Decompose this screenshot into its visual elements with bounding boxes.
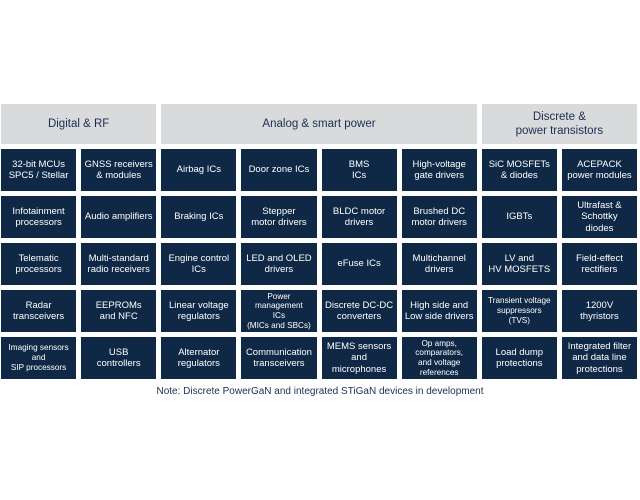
cell-bldc-motor-drivers: BLDC motor drivers <box>321 196 397 238</box>
cell-multichannel-drivers: Multichannel drivers <box>401 243 477 285</box>
cell-discrete-dcdc-converters: Discrete DC-DC converters <box>321 290 397 332</box>
cell-braking-ics: Braking ICs <box>161 196 237 238</box>
cell-mems-sensors-microphones: MEMS sensors and microphones <box>321 337 397 379</box>
cell-audio-amplifiers: Audio amplifiers <box>81 196 157 238</box>
cell-acepack-power-modules: ACEPACK power modules <box>561 149 637 191</box>
cell-eeproms-nfc: EEPROMs and NFC <box>81 290 157 332</box>
product-portfolio-table: Digital & RF Analog & smart power Discre… <box>0 104 640 397</box>
cell-imaging-sensors-sip-processors: Imaging sensors and SIP processors <box>1 337 77 379</box>
cell-transient-voltage-suppressors: Transient voltage suppressors (TVS) <box>481 290 557 332</box>
cell-engine-control-ics: Engine control ICs <box>161 243 237 285</box>
column-group-digital-rf: Digital & RF <box>1 104 157 144</box>
cell-alternator-regulators: Alternator regulators <box>161 337 237 379</box>
cell-efuse-ics: eFuse ICs <box>321 243 397 285</box>
cell-32bit-mcus: 32-bit MCUs SPC5 / Stellar <box>1 149 77 191</box>
cell-telematic-processors: Telematic processors <box>1 243 77 285</box>
cell-led-oled-drivers: LED and OLED drivers <box>241 243 317 285</box>
cell-1200v-thyristors: 1200V thyristors <box>561 290 637 332</box>
column-group-discrete-power-transistors: Discrete & power transistors <box>481 104 637 144</box>
cell-sic-mosfets-diodes: SiC MOSFETs & diodes <box>481 149 557 191</box>
portfolio-grid: Digital & RF Analog & smart power Discre… <box>0 104 638 379</box>
cell-door-zone-ics: Door zone ICs <box>241 149 317 191</box>
cell-lv-hv-mosfets: LV and HV MOSFETS <box>481 243 557 285</box>
cell-gnss-receivers: GNSS receivers & modules <box>81 149 157 191</box>
column-group-analog-smart-power: Analog & smart power <box>161 104 477 144</box>
cell-communication-transceivers: Communication transceivers <box>241 337 317 379</box>
cell-ultrafast-schottky-diodes: Ultrafast & Schottky diodes <box>561 196 637 238</box>
cell-infotainment-processors: Infotainment processors <box>1 196 77 238</box>
cell-high-voltage-gate-drivers: High-voltage gate drivers <box>401 149 477 191</box>
cell-load-dump-protections: Load dump protections <box>481 337 557 379</box>
cell-op-amps-comparators-references: Op amps, comparators, and voltage refere… <box>401 337 477 379</box>
cell-brushed-dc-motor-drivers: Brushed DC motor drivers <box>401 196 477 238</box>
cell-bms-ics: BMS ICs <box>321 149 397 191</box>
cell-stepper-motor-drivers: Stepper motor drivers <box>241 196 317 238</box>
cell-field-effect-rectifiers: Field-effect rectifiers <box>561 243 637 285</box>
cell-airbag-ics: Airbag ICs <box>161 149 237 191</box>
cell-linear-voltage-regulators: Linear voltage regulators <box>161 290 237 332</box>
cell-power-management-ics: Power management ICs (MICs and SBCs) <box>241 290 317 332</box>
cell-multi-standard-radio-receivers: Multi-standard radio receivers <box>81 243 157 285</box>
development-note: Note: Discrete PowerGaN and integrated S… <box>156 386 484 397</box>
cell-radar-transceivers: Radar transceivers <box>1 290 77 332</box>
cell-integrated-filter-data-line-protections: Integrated filter and data line protecti… <box>561 337 637 379</box>
cell-igbts: IGBTs <box>481 196 557 238</box>
cell-usb-controllers: USB controllers <box>81 337 157 379</box>
cell-high-low-side-drivers: High side and Low side drivers <box>401 290 477 332</box>
